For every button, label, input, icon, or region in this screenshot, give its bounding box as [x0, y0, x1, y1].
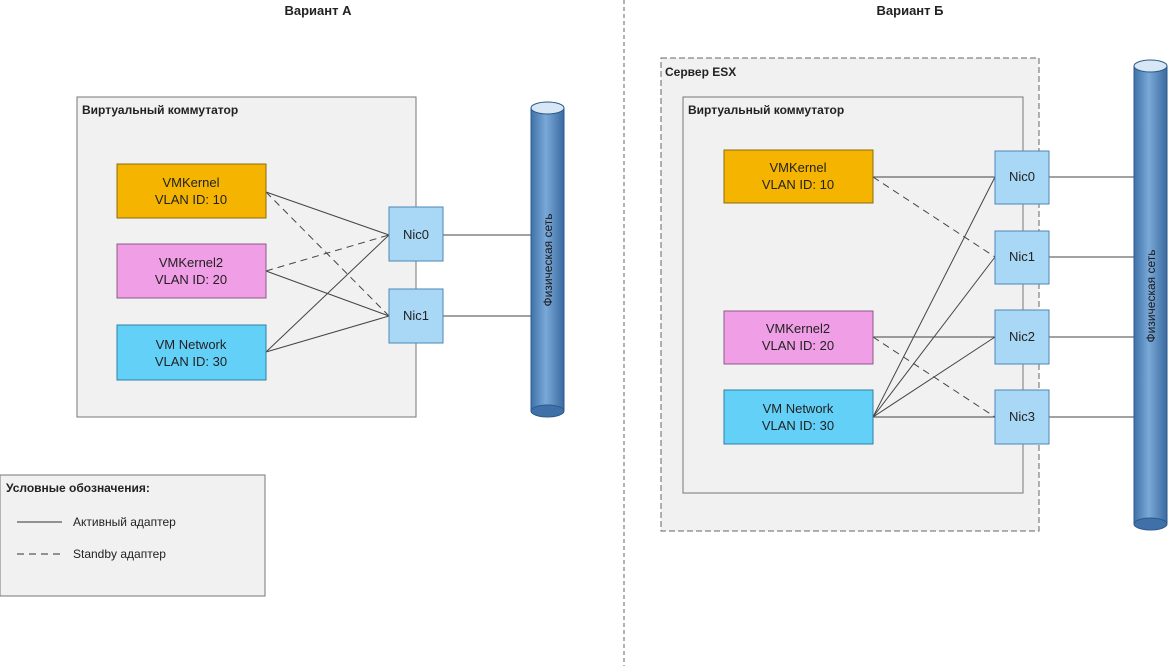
variant-b-physical-network: Физическая сеть: [1133, 59, 1168, 531]
port-vlan: VLAN ID: 30: [762, 418, 834, 433]
link-b-vmnet-nic2: [872, 336, 996, 418]
nic-box: [994, 389, 1050, 445]
variant-b-server-label: Сервер ESX: [665, 65, 736, 79]
port-name: VM Network: [156, 337, 227, 352]
variant-a-port-vmkernel2: VMKernel2 VLAN ID: 20: [116, 243, 267, 299]
nic-label: Nic1: [1009, 249, 1035, 264]
pipe-bottom: [530, 404, 565, 418]
variant-a-physical-network: Физическая сеть: [530, 101, 565, 418]
link-a-vmk2-nic0-standby: [265, 234, 390, 272]
network-label: Физическая сеть: [541, 214, 555, 307]
variant-b-nic0: Nic0: [994, 150, 1050, 205]
variant-b-nic3: Nic3: [994, 389, 1050, 445]
port-name: VMKernel2: [159, 255, 223, 270]
link-b-vmk-nic1-standby: [872, 176, 996, 258]
port-box: [116, 243, 267, 299]
port-vlan: VLAN ID: 10: [762, 177, 834, 192]
port-box: [723, 310, 874, 365]
variant-a-port-vm-network: VM Network VLAN ID: 30: [116, 324, 267, 381]
link-a-vmk-nic1-standby: [265, 191, 390, 317]
port-name: VM Network: [763, 401, 834, 416]
nic-box: [994, 309, 1050, 365]
port-vlan: VLAN ID: 20: [762, 338, 834, 353]
nic-box: [994, 230, 1050, 285]
link-b-vmnet-nic1: [872, 256, 996, 418]
nic-label: Nic0: [403, 227, 429, 242]
variant-a-links: [265, 191, 531, 353]
variant-b-port-vm-network: VM Network VLAN ID: 30: [723, 389, 874, 445]
variant-a-nic0: Nic0: [388, 206, 444, 262]
nic-label: Nic0: [1009, 169, 1035, 184]
port-vlan: VLAN ID: 10: [155, 192, 227, 207]
pipe-top: [1133, 59, 1168, 73]
legend-active-label: Активный адаптер: [73, 515, 176, 529]
variant-a-switch-label: Виртуальный коммутатор: [82, 103, 238, 117]
port-name: VMKernel: [162, 175, 219, 190]
link-b-vmnet-nic0: [872, 176, 996, 418]
nic-label: Nic3: [1009, 409, 1035, 424]
variant-a-port-vmkernel: VMKernel VLAN ID: 10: [116, 163, 267, 219]
nic-box: [994, 150, 1050, 205]
nic-box: [388, 206, 444, 262]
link-a-vmnet-nic1: [265, 315, 390, 353]
port-name: VMKernel2: [766, 321, 830, 336]
pipe-body: [1133, 65, 1168, 525]
legend-box: [0, 474, 266, 597]
port-name: VMKernel: [769, 160, 826, 175]
link-a-vmnet-nic0: [265, 234, 390, 353]
port-box: [116, 163, 267, 219]
pipe-top: [530, 101, 565, 115]
legend-standby-label: Standby адаптер: [73, 547, 166, 561]
legend-title: Условные обозначения:: [6, 481, 150, 495]
variant-b-nic2: Nic2: [994, 309, 1050, 365]
nic-label: Nic1: [403, 308, 429, 323]
variant-b-links: [872, 176, 1134, 418]
variant-b-nic1: Nic1: [994, 230, 1050, 285]
pipe-bottom: [1133, 517, 1168, 531]
variant-b-port-vmkernel2: VMKernel2 VLAN ID: 20: [723, 310, 874, 365]
port-vlan: VLAN ID: 20: [155, 272, 227, 287]
port-vlan: VLAN ID: 30: [155, 354, 227, 369]
pipe-body: [530, 107, 565, 412]
network-label: Физическая сеть: [1144, 250, 1158, 343]
variant-b-switch-label: Виртуальный коммутатор: [688, 103, 844, 117]
link-a-vmk-nic0: [265, 191, 390, 236]
legend: Условные обозначения: Активный адаптер S…: [0, 474, 266, 597]
nic-label: Nic2: [1009, 329, 1035, 344]
variant-a-nic1: Nic1: [388, 288, 444, 344]
port-box: [723, 389, 874, 445]
variant-b-title: Вариант Б: [877, 3, 944, 18]
variant-a-title: Вариант А: [285, 3, 353, 18]
port-box: [116, 324, 267, 381]
nic-box: [388, 288, 444, 344]
port-box: [723, 149, 874, 204]
variant-b-port-vmkernel: VMKernel VLAN ID: 10: [723, 149, 874, 204]
